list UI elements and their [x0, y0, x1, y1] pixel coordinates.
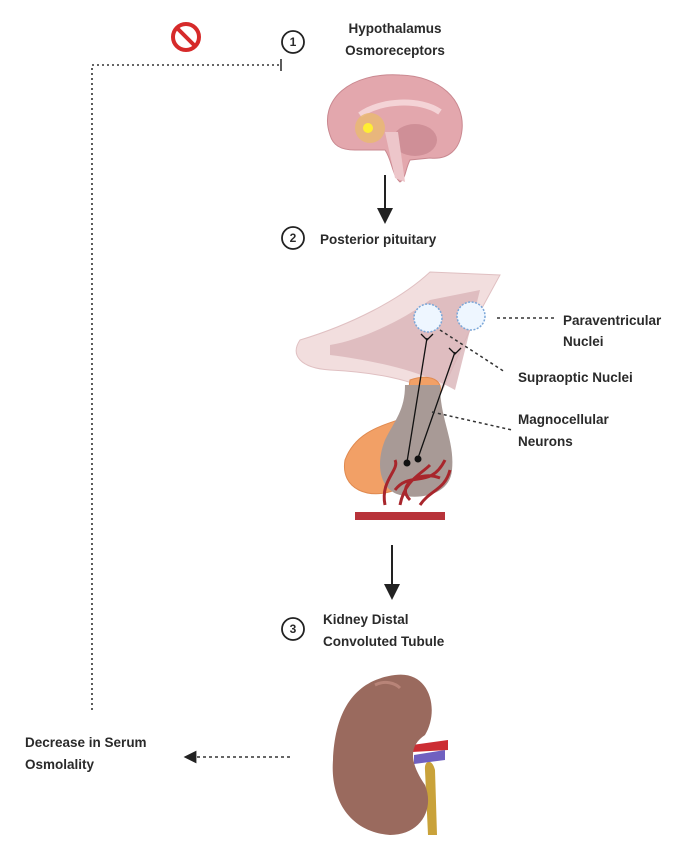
step-number-badge: [281, 30, 305, 54]
label-outcome-line-2: Osmolality: [25, 757, 95, 772]
leader-lines: [431, 317, 555, 431]
step-number: 2: [290, 231, 297, 245]
negative-feedback-line: [91, 64, 279, 710]
step-title-line-2: Osmoreceptors: [345, 43, 445, 58]
nucleus: [413, 303, 443, 333]
step-number-badge: [281, 226, 305, 250]
step-title: Posterior pituitary: [320, 232, 437, 247]
step-number: 3: [290, 622, 297, 636]
brain-illustration: [327, 74, 463, 183]
label-outcome: Decrease in Serum: [25, 735, 147, 750]
step-1: 1 Hypothalamus Osmoreceptors: [281, 21, 445, 58]
label-magnocellular-line-2: Neurons: [518, 434, 573, 449]
blood-vessel: [355, 512, 445, 520]
kidney-illustration: [332, 674, 448, 835]
label-magnocellular: Magnocellular: [518, 412, 610, 427]
step-number: 1: [290, 35, 297, 49]
step-3: 3 Kidney Distal Convoluted Tubule: [281, 612, 445, 649]
label-paraventricular-line-2: Nuclei: [563, 334, 604, 349]
nucleus: [456, 301, 486, 331]
step-number-badge: [281, 617, 305, 641]
step-2: 2 Posterior pituitary: [281, 226, 437, 250]
prohibited-icon: [171, 22, 201, 52]
step-title-line-1: Hypothalamus: [348, 21, 441, 36]
label-supraoptic: Supraoptic Nuclei: [518, 370, 633, 385]
step-title-line-1: Kidney Distal: [323, 612, 409, 627]
pituitary-illustration: [295, 271, 501, 520]
step-title-line-2: Convoluted Tubule: [323, 634, 445, 649]
label-paraventricular: Paraventricular: [563, 313, 662, 328]
